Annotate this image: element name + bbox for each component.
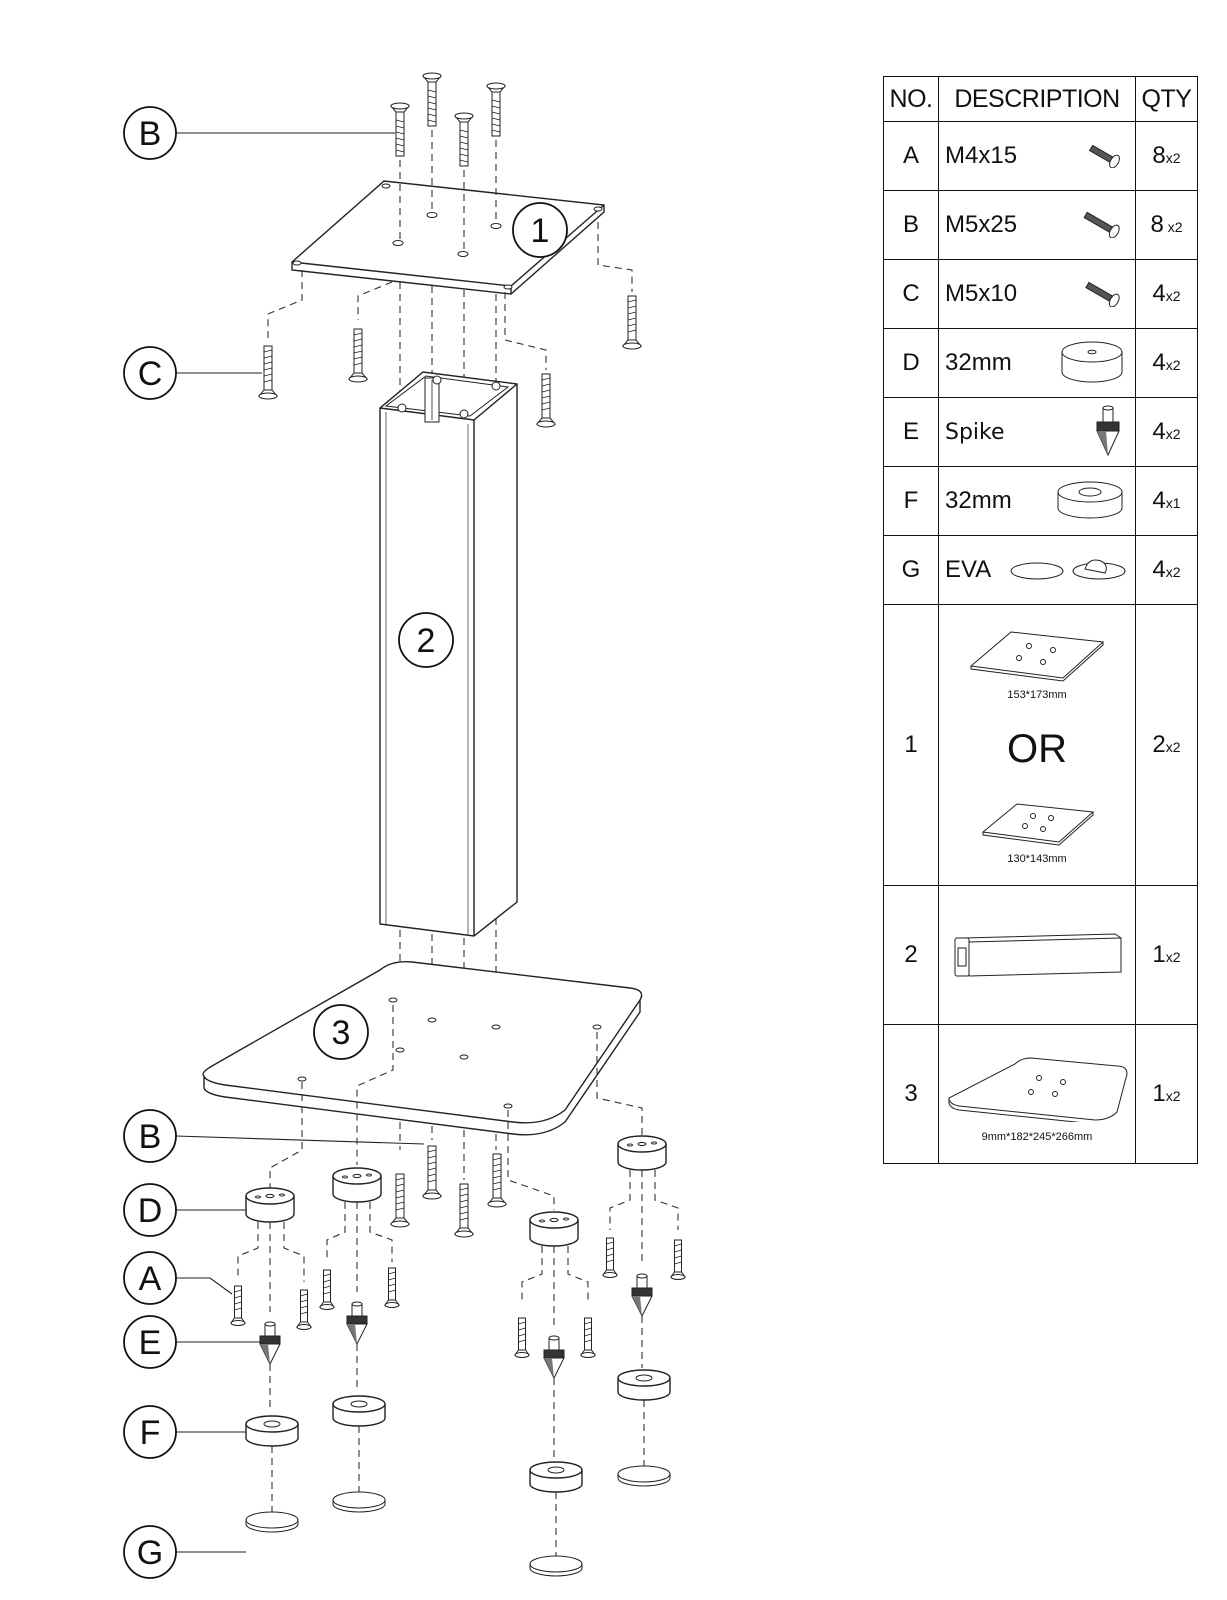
- top-plate-large-icon: [967, 626, 1107, 684]
- table-row-a: A M4x15 8x2: [883, 121, 1198, 191]
- row-qty: 1: [1152, 941, 1166, 968]
- svg-text:D: D: [138, 1192, 163, 1230]
- row-mult: x2: [1165, 949, 1181, 965]
- callout-e: E: [123, 1315, 260, 1369]
- row-desc: 32mm: [945, 487, 1012, 514]
- table-row-c: C M5x10 4x2: [883, 259, 1198, 329]
- table-row-3: 3 9mm*182*245*266mm 1x2: [883, 1024, 1198, 1164]
- svg-text:B: B: [139, 1118, 162, 1156]
- foot-1: [230, 1187, 312, 1533]
- row-qty: 4: [1152, 349, 1166, 376]
- row-qty: 2: [1152, 731, 1166, 758]
- svg-text:G: G: [137, 1534, 163, 1572]
- svg-text:E: E: [139, 1324, 162, 1362]
- row-mult: x1: [1165, 495, 1181, 511]
- row-desc: M5x10: [945, 280, 1018, 307]
- part-number-3: 3: [313, 1004, 369, 1060]
- table-header-row: NO. DESCRIPTION QTY: [883, 76, 1198, 122]
- callout-b-bottom: B: [123, 1109, 425, 1163]
- svg-text:F: F: [140, 1414, 161, 1452]
- row-qty: 1: [1152, 1080, 1166, 1107]
- svg-text:B: B: [139, 115, 162, 153]
- row-desc: 32mm: [945, 349, 1012, 376]
- callout-f: F: [123, 1405, 246, 1459]
- row-no: 2: [883, 885, 939, 1025]
- svg-text:2: 2: [417, 622, 436, 660]
- row-mult: x2: [1165, 739, 1181, 755]
- screw-icon: [1081, 212, 1125, 238]
- header-qty: QTY: [1135, 76, 1198, 122]
- callout-d: D: [123, 1183, 246, 1237]
- plate-dimension-small: 130*143mm: [1007, 852, 1067, 865]
- row-no: 3: [883, 1024, 939, 1164]
- row-qty: 8: [1150, 211, 1164, 238]
- spike-icon: [1091, 405, 1125, 459]
- top-screws-b: [390, 72, 506, 167]
- row-qty: 4: [1152, 487, 1166, 514]
- row-qty: 8: [1152, 142, 1166, 169]
- header-description: DESCRIPTION: [938, 76, 1136, 122]
- table-row-f: F 32mm 4x1: [883, 466, 1198, 536]
- table-row-g: G EVA 4x2: [883, 535, 1198, 605]
- base-plate: [202, 960, 643, 1136]
- table-row-e: E Spike 4x2: [883, 397, 1198, 467]
- table-row-d: D 32mm 4x2: [883, 328, 1198, 398]
- header-no: NO.: [883, 76, 939, 122]
- row-no: A: [883, 121, 939, 191]
- callout-a: A: [123, 1251, 233, 1305]
- row-no: F: [883, 466, 939, 536]
- row-desc: M4x15: [945, 142, 1018, 169]
- part-number-2: 2: [398, 612, 454, 668]
- callout-c: C: [123, 346, 262, 400]
- row-desc: EVA: [945, 556, 992, 583]
- screw-icon: [1085, 144, 1125, 168]
- screw-icon: [1081, 281, 1125, 307]
- table-row-2: 2 1x2: [883, 885, 1198, 1025]
- bottom-screws-b: [390, 1145, 507, 1238]
- row-no: 1: [883, 604, 939, 886]
- row-mult: x2: [1165, 1088, 1181, 1104]
- row-mult: x2: [1165, 357, 1181, 373]
- row-qty: 4: [1152, 280, 1166, 307]
- svg-text:A: A: [139, 1260, 162, 1298]
- row-mult: x2: [1165, 288, 1181, 304]
- row-no: D: [883, 328, 939, 398]
- row-mult: x2: [1165, 150, 1181, 166]
- ring-icon: [1055, 480, 1125, 522]
- row-no: B: [883, 190, 939, 260]
- row-no: E: [883, 397, 939, 467]
- top-plate-small-icon: [977, 798, 1097, 848]
- pad-icon: [1009, 555, 1129, 585]
- callout-g: G: [123, 1525, 246, 1579]
- row-qty: 4: [1152, 418, 1166, 445]
- exploded-assembly-drawing: B C B D A E F G 1 2: [123, 72, 686, 1579]
- disc-icon: [1059, 340, 1125, 386]
- row-mult: x2: [1165, 564, 1181, 580]
- svg-text:1: 1: [531, 212, 550, 250]
- plate-dimension-large: 153*173mm: [1007, 688, 1067, 701]
- svg-text:3: 3: [332, 1014, 351, 1052]
- row-qty: 4: [1152, 556, 1166, 583]
- callout-b-top: B: [123, 106, 395, 160]
- base-plate-icon: [945, 1054, 1129, 1122]
- row-mult: x2: [1165, 426, 1181, 442]
- table-row-b: B M5x25 8 x2: [883, 190, 1198, 260]
- foot-3: [514, 1211, 596, 1577]
- parts-table: NO. DESCRIPTION QTY A M4x15 8x2 B M5x25 …: [883, 76, 1198, 1164]
- foot-4: [602, 1135, 686, 1487]
- row-desc: M5x25: [945, 211, 1018, 238]
- row-no: G: [883, 535, 939, 605]
- base-dimension: 9mm*182*245*266mm: [981, 1130, 1093, 1143]
- row-desc: Spike: [945, 419, 1005, 445]
- column-icon: [949, 928, 1125, 978]
- table-row-1: 1 153*173mm OR 130*143mm 2x2: [883, 604, 1198, 886]
- part-number-1: 1: [512, 202, 568, 258]
- svg-text:C: C: [138, 355, 163, 393]
- row-mult: x2: [1163, 219, 1183, 235]
- row-no: C: [883, 259, 939, 329]
- foot-2: [319, 1167, 400, 1513]
- or-label: OR: [1007, 726, 1067, 771]
